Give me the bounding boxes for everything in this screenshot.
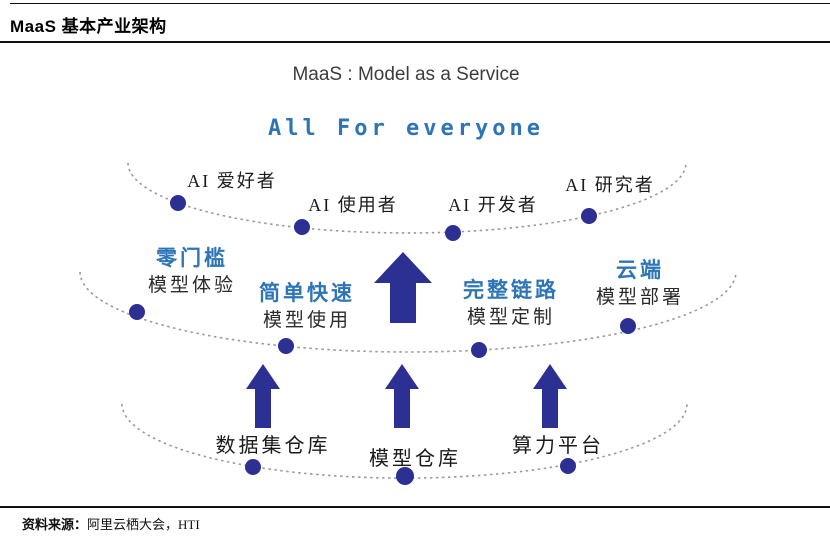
node-dot bbox=[294, 219, 310, 235]
slogan-text: All For everyone bbox=[268, 116, 544, 141]
node-dot bbox=[396, 467, 414, 485]
source-line: 资料来源：阿里云栖大会，HTI bbox=[22, 514, 200, 533]
capability-feature: 简单快速 bbox=[259, 281, 355, 305]
capability-desc: 模型定制 bbox=[466, 307, 555, 328]
infra-label-compute: 算力平台 bbox=[512, 435, 604, 457]
capability-desc: 模型部署 bbox=[595, 287, 685, 308]
middle-arc bbox=[79, 271, 737, 353]
node-dot bbox=[445, 225, 461, 241]
capability-item: 完整链路 模型定制 bbox=[463, 278, 559, 329]
node-dot bbox=[129, 304, 145, 320]
capability-item: 零门槛 模型体验 bbox=[148, 246, 236, 297]
user-label-developer: AI 开发者 bbox=[448, 195, 538, 215]
up-arrow-infra bbox=[533, 364, 567, 428]
up-arrow-infra bbox=[246, 364, 280, 428]
node-dot bbox=[170, 195, 186, 211]
up-arrow-main bbox=[374, 252, 432, 323]
source-value: 阿里云栖大会，HTI bbox=[87, 517, 200, 532]
figure-subtitle: MaaS : Model as a Service bbox=[292, 64, 520, 85]
page-title: MaaS 基本产业架构 bbox=[10, 17, 167, 36]
node-dot bbox=[560, 458, 576, 474]
infra-label-model: 模型仓库 bbox=[369, 448, 461, 470]
top-arc bbox=[127, 162, 687, 234]
node-dot bbox=[581, 208, 597, 224]
user-label-researcher: AI 研究者 bbox=[565, 175, 655, 195]
source-label: 资料来源： bbox=[22, 517, 88, 532]
node-dot bbox=[471, 342, 487, 358]
footer-rule bbox=[0, 506, 830, 508]
capability-item: 简单快速 模型使用 bbox=[259, 281, 355, 332]
user-label-enthusiast: AI 爱好者 bbox=[187, 171, 277, 191]
bottom-arc bbox=[121, 403, 688, 479]
capability-feature: 完整链路 bbox=[463, 278, 559, 302]
top-hairline bbox=[10, 3, 830, 4]
up-arrow-infra bbox=[385, 364, 419, 428]
capability-desc: 模型体验 bbox=[147, 275, 237, 296]
node-dot bbox=[620, 318, 636, 334]
capability-item: 云端 模型部署 bbox=[596, 258, 684, 309]
node-dot bbox=[245, 459, 261, 475]
infra-label-dataset: 数据集仓库 bbox=[215, 435, 331, 457]
header-rule bbox=[0, 41, 830, 43]
capability-desc: 模型使用 bbox=[262, 310, 351, 331]
capability-feature: 零门槛 bbox=[155, 246, 228, 270]
user-label-user: AI 使用者 bbox=[308, 195, 398, 215]
capability-feature: 云端 bbox=[615, 258, 664, 282]
node-dot bbox=[278, 338, 294, 354]
